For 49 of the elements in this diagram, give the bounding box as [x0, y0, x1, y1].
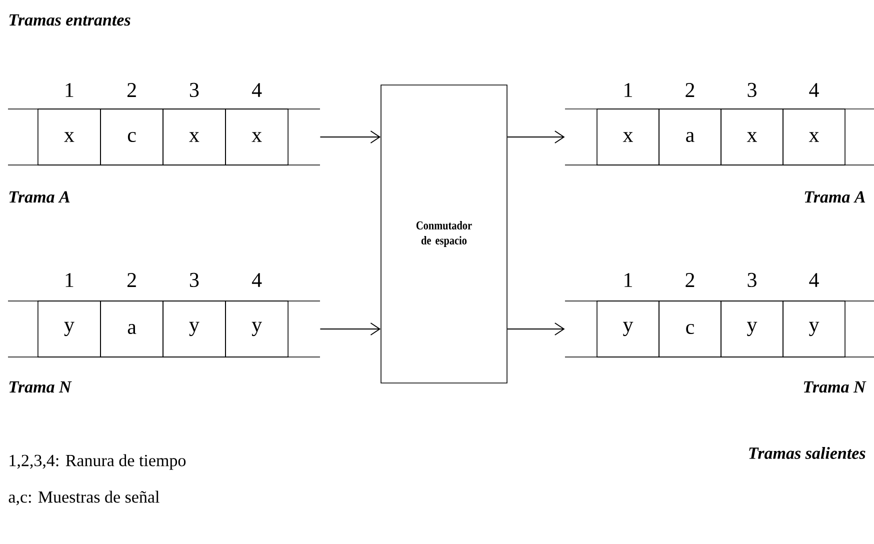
slot-cell: y: [596, 300, 660, 358]
frame-strip: [564, 300, 874, 358]
slot-number: 4: [252, 273, 262, 287]
slot-number: 3: [748, 82, 756, 98]
slot-number: 4: [809, 83, 819, 97]
slot-cell: x: [162, 108, 226, 166]
slot-cell: x: [596, 108, 660, 166]
frame-strip: [8, 300, 320, 358]
frame-strip: [8, 108, 320, 166]
frame-strip: [564, 108, 874, 166]
slot-number: 2: [127, 83, 136, 97]
frame-label: Trama A: [9, 191, 70, 203]
slot-number: 3: [190, 272, 199, 288]
arrow: [320, 130, 381, 144]
slot-cell: x: [720, 108, 784, 166]
switch-box: Conmutador de espacio: [380, 84, 508, 384]
slot-cell: c: [100, 108, 164, 166]
slot-cell: a: [100, 300, 164, 358]
slot-cell: y: [225, 300, 288, 358]
slot-cell: y: [162, 300, 226, 358]
key-note: 1,2,3,4: Ranura de tiempo: [10, 454, 186, 470]
slot-cell: x: [225, 108, 288, 166]
heading: Tramas salientes: [749, 447, 866, 459]
slot-number: 1: [66, 83, 74, 97]
slot-number: 2: [686, 273, 694, 287]
slot-number: 3: [748, 272, 756, 288]
slot-cell: y: [38, 300, 101, 358]
slot-number: 4: [809, 273, 819, 287]
slot-number: 1: [624, 83, 632, 97]
slot-cell: x: [782, 108, 846, 166]
heading: Tramas entrantes: [9, 14, 130, 26]
frame-label: Trama N: [804, 381, 866, 393]
slot-number: 1: [66, 273, 74, 287]
arrow: [320, 322, 381, 336]
frame-label: Trama N: [9, 381, 72, 393]
slot-cell: x: [38, 108, 101, 166]
frame-label: Trama A: [804, 191, 866, 203]
slot-cell: y: [720, 300, 784, 358]
slot-number: 3: [190, 82, 199, 98]
slot-cell: y: [782, 300, 846, 358]
arrow: [506, 322, 565, 336]
slot-number: 1: [624, 273, 632, 287]
slot-number: 4: [252, 83, 262, 97]
slot-number: 2: [686, 83, 694, 97]
slot-cell: c: [658, 300, 722, 358]
slot-cell: a: [658, 108, 722, 166]
key-note: a,c: Muestras de señal: [8, 490, 160, 506]
arrow: [506, 130, 565, 144]
slot-number: 2: [127, 273, 136, 287]
